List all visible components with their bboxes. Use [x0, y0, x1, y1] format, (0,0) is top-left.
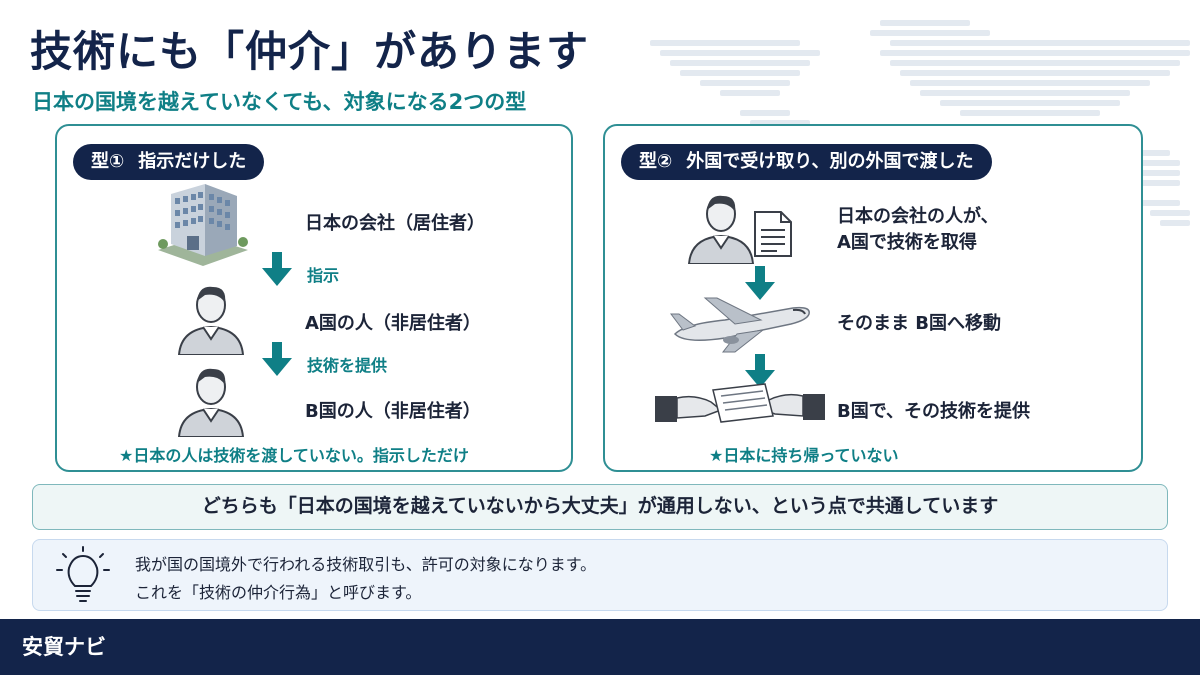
brand-logo-text: 安貿ナビ — [22, 635, 106, 659]
type2-step1-line1: 日本の会社の人が、 — [837, 206, 999, 227]
type2-label: 外国で受け取り、別の外国で渡した — [686, 151, 974, 172]
page-title: 技術にも「仲介」があります — [30, 27, 590, 76]
type1-step1-text: 日本の会社（居住者） — [305, 213, 485, 234]
type2-step1-text: 日本の会社の人が、 A国で技術を取得 — [837, 204, 999, 256]
office-building-icon — [158, 184, 248, 266]
person-icon — [177, 368, 245, 437]
tip-line-1: 我が国の国境外で行われる技術取引も、許可の対象になります。 — [135, 555, 597, 574]
type1-label: 指示だけした — [138, 151, 247, 172]
handover-document-icon — [655, 383, 825, 423]
person-icon — [177, 286, 245, 355]
type1-number: 型① — [91, 151, 125, 172]
type2-step3-text: B国で、その技術を提供 — [837, 401, 1030, 422]
document-icon — [754, 211, 792, 257]
down-arrow-icon — [745, 354, 775, 388]
lightbulb-icon — [56, 546, 110, 602]
down-arrow-icon — [262, 342, 292, 376]
person-icon — [687, 195, 755, 264]
type1-step2-text: A国の人（非居住者） — [305, 313, 481, 334]
type2-note: ★日本に持ち帰っていない — [709, 446, 899, 465]
airplane-icon — [670, 297, 810, 353]
type1-step3-text: B国の人（非居住者） — [305, 401, 481, 422]
type2-heading: 型② 外国で受け取り、別の外国で渡した — [621, 144, 992, 180]
summary-banner: どちらも「日本の国境を越えていないから大丈夫」が通用しない、という点で共通してい… — [32, 484, 1168, 530]
type1-arrow2-label: 技術を提供 — [307, 356, 388, 375]
type2-step1-line2: A国で技術を取得 — [837, 232, 977, 253]
down-arrow-icon — [745, 266, 775, 300]
type2-number: 型② — [639, 151, 673, 172]
down-arrow-icon — [262, 252, 292, 286]
page-subtitle: 日本の国境を越えていなくても、対象になる2つの型 — [32, 90, 527, 114]
type1-note: ★日本の人は技術を渡していない。指示しただけ — [119, 446, 469, 465]
type2-card: 型② 外国で受け取り、別の外国で渡した 日本の会社の人が、 A国で技術を取得 その… — [603, 124, 1143, 472]
type1-arrow1-label: 指示 — [307, 266, 340, 285]
type1-card: 型① 指示だけした 日本の会社（居住者） 指示 A国の人（非居住者） 技術を提供 — [55, 124, 573, 472]
tip-line-2: これを「技術の仲介行為」と呼びます。 — [135, 583, 422, 602]
type1-heading: 型① 指示だけした — [73, 144, 265, 180]
type2-step2-text: そのまま B国へ移動 — [837, 313, 1001, 334]
footer-bar: 安貿ナビ — [0, 619, 1200, 675]
tip-box: 我が国の国境外で行われる技術取引も、許可の対象になります。 これを「技術の仲介行… — [32, 539, 1168, 611]
